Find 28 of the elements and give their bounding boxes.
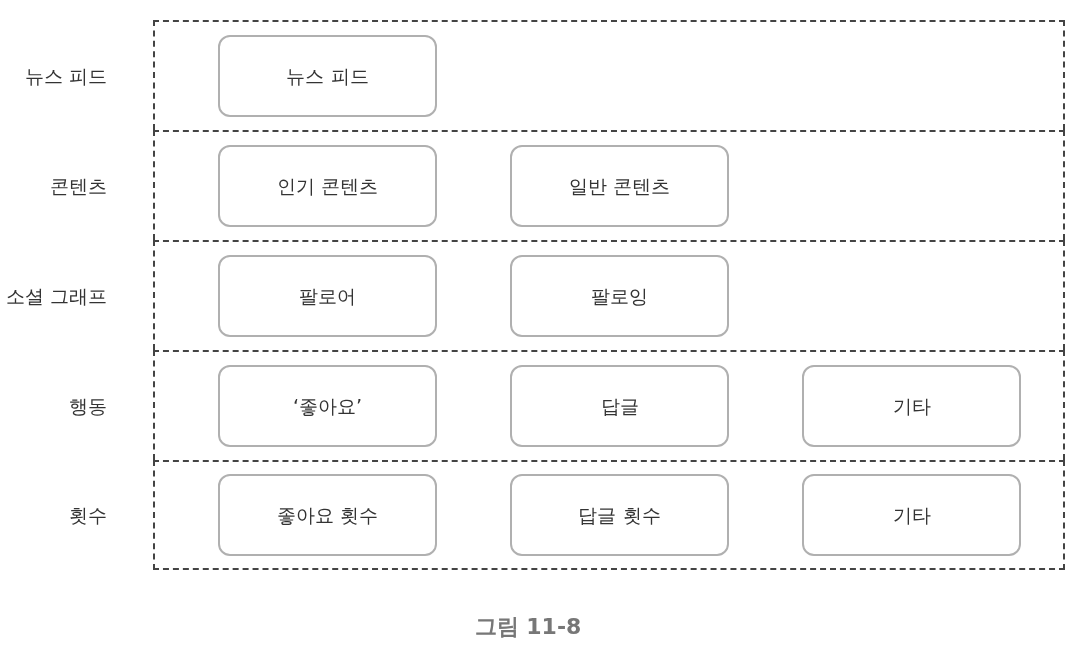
row-label: 콘텐츠: [50, 173, 107, 199]
item-card: [510, 145, 729, 227]
item-label: 뉴스 피드: [286, 63, 369, 89]
item-label: 기타: [892, 502, 931, 528]
row-label: 뉴스 피드: [24, 63, 107, 89]
row-label: 횟수: [69, 502, 107, 528]
item-label: 일반 콘텐츠: [568, 173, 670, 199]
item-label: 팔로어: [299, 283, 356, 309]
item-label: 기타: [892, 393, 931, 419]
item-card: [802, 474, 1021, 556]
item-label: 팔로잉: [591, 283, 648, 309]
item-card: [218, 365, 437, 447]
item-card: [218, 35, 437, 117]
item-label: 좋아요 횟수: [276, 502, 378, 528]
item-card: [218, 145, 437, 227]
row-label: 소셜 그래프: [5, 283, 107, 309]
item-card: [510, 474, 729, 556]
figure-caption: 그림 11-8: [474, 613, 582, 641]
item-card: [510, 365, 729, 447]
item-card: [802, 365, 1021, 447]
item-label: ‘좋아요’: [292, 393, 363, 419]
item-label: 답글: [600, 393, 639, 419]
item-label: 인기 콘텐츠: [276, 173, 378, 199]
item-card: [218, 474, 437, 556]
row-label: 행동: [69, 393, 107, 419]
item-card: [218, 255, 437, 337]
item-card: [510, 255, 729, 337]
item-label: 답글 횟수: [578, 502, 661, 528]
